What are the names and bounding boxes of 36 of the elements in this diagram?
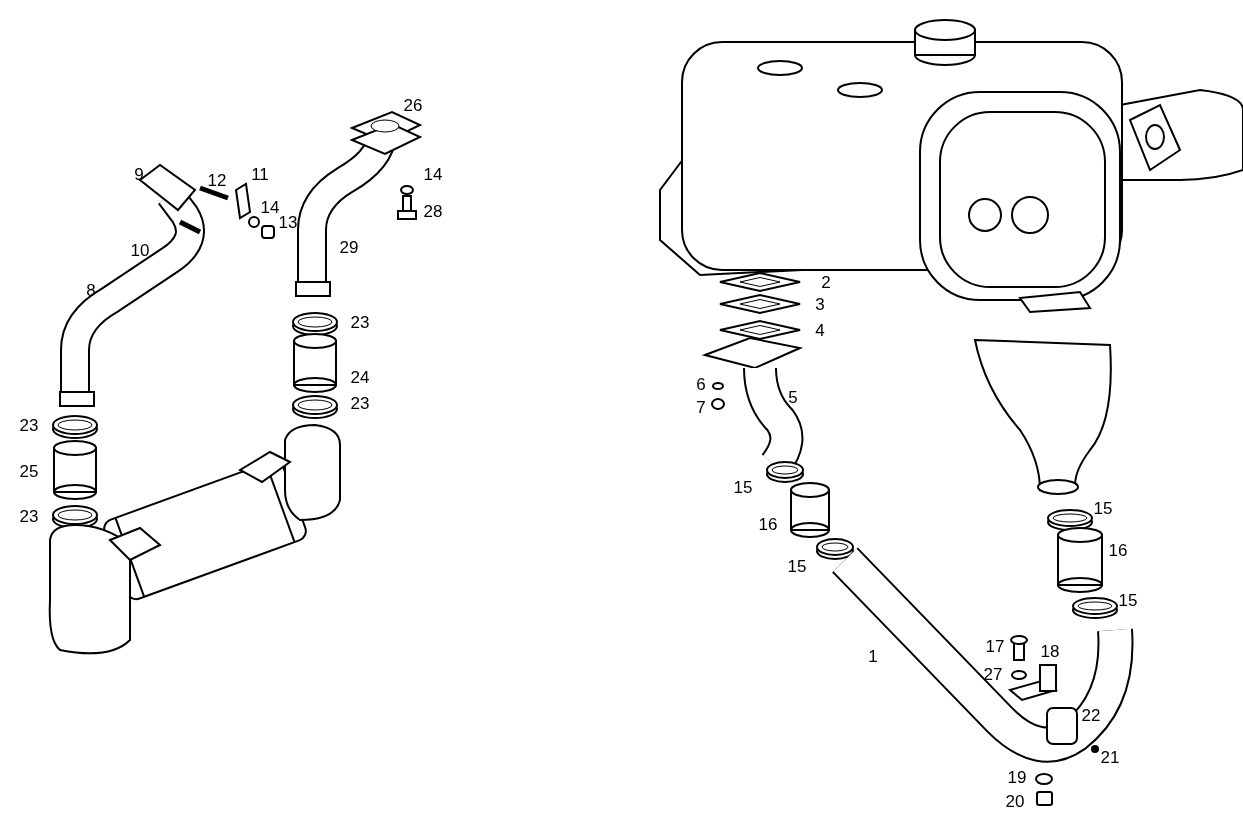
callout-number: 10 xyxy=(130,241,150,259)
callout-number: 26 xyxy=(403,96,423,114)
callout-number: 17 xyxy=(985,637,1005,655)
callout-number: 20 xyxy=(1005,792,1025,810)
callout-number: 24 xyxy=(350,368,370,386)
callout-number: 29 xyxy=(339,238,359,256)
callout-number: 9 xyxy=(134,165,144,183)
callout-number: 14 xyxy=(423,165,443,183)
callout-number: 2 xyxy=(821,273,831,291)
callout-number: 15 xyxy=(733,478,753,496)
callout-number: 14 xyxy=(260,198,280,216)
callout-number: 22 xyxy=(1081,706,1101,724)
callout-number: 16 xyxy=(758,515,778,533)
callout-number: 15 xyxy=(1093,499,1113,517)
callout-number: 23 xyxy=(19,416,39,434)
callout-number: 23 xyxy=(350,394,370,412)
callout-number: 11 xyxy=(251,165,269,183)
callout-number: 4 xyxy=(815,321,825,339)
callout-number: 16 xyxy=(1108,541,1128,559)
callout-number: 7 xyxy=(696,398,706,416)
callout-number: 27 xyxy=(983,665,1003,683)
callout-number: 19 xyxy=(1007,768,1027,786)
callout-number: 1 xyxy=(868,647,878,665)
callout-number: 5 xyxy=(788,388,798,406)
callout-number: 12 xyxy=(207,171,227,189)
callout-number: 3 xyxy=(815,295,825,313)
callout-number: 25 xyxy=(19,462,39,480)
callout-number: 15 xyxy=(1118,591,1138,609)
callout-number: 15 xyxy=(787,557,807,575)
callout-number: 23 xyxy=(350,313,370,331)
callout-number: 13 xyxy=(278,213,298,231)
callout-number: 28 xyxy=(423,202,443,220)
callout-number: 6 xyxy=(696,375,706,393)
callout-number: 23 xyxy=(19,507,39,525)
callout-number: 18 xyxy=(1040,642,1060,660)
callout-number: 21 xyxy=(1100,748,1120,766)
